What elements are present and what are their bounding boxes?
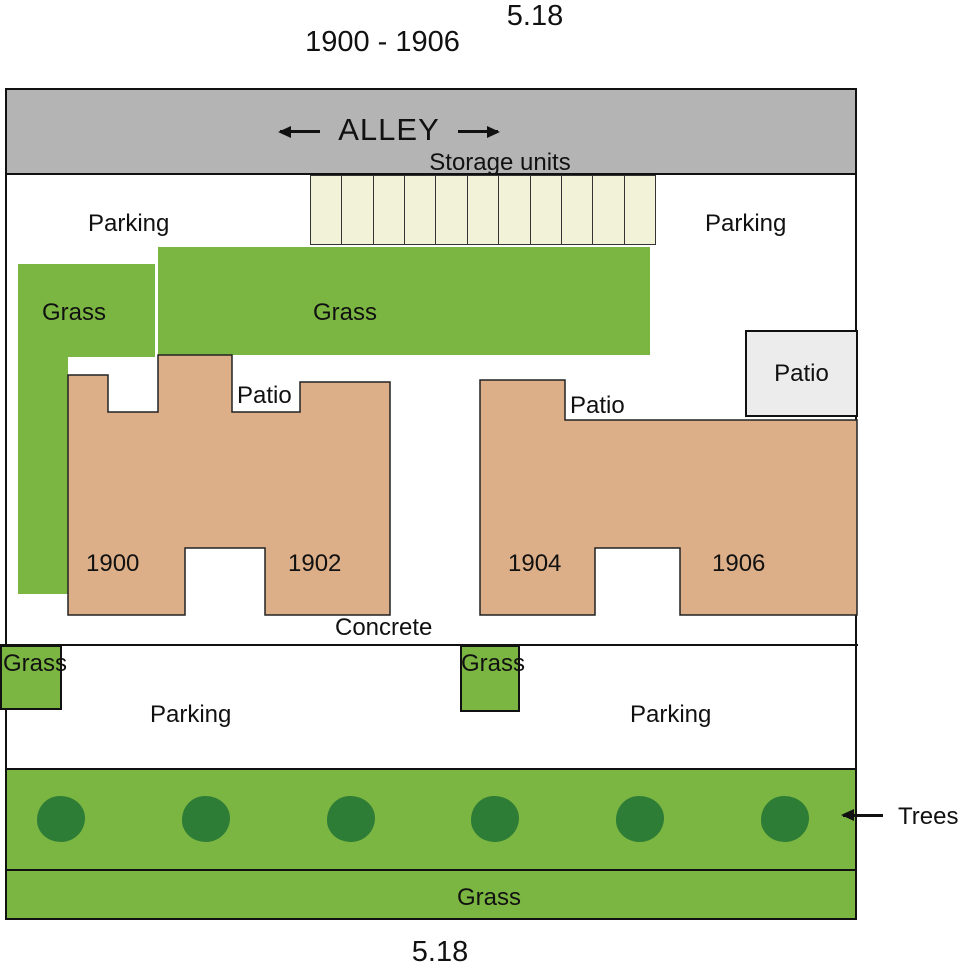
concrete-label: Concrete [335,614,433,641]
tree-icon [326,796,375,842]
storage-cell [436,176,468,244]
storage-cell [374,176,406,244]
building-label-1900: 1900 [86,550,140,577]
grass-small-left-label: Grass [3,650,68,677]
storage-cell [625,176,655,244]
storage-cell [562,176,594,244]
patio-right-area: Patio [745,330,858,417]
plan-right-boundary-line [855,88,857,768]
building-label-1906: 1906 [712,550,766,577]
grass-bottom-label: Grass [456,884,521,911]
tree-icon [471,796,520,842]
concrete-boundary-line [0,644,858,646]
grass-left-label: Grass [42,299,107,326]
storage-units-label: Storage units [429,149,571,176]
storage-cell [531,176,562,244]
page-title: 1900 - 1906 [305,26,460,58]
storage-cell [342,176,374,244]
alley-bar: ALLEY [5,88,857,175]
patio-mid-label: Patio [570,392,625,419]
parking-label-upper-right: Parking [705,210,787,237]
grass-small-mid-area [460,645,520,712]
storage-units-row [310,175,656,245]
arrow-left-icon [280,130,321,133]
tree-icon [181,796,230,842]
storage-cell [593,176,625,244]
dimension-bottom: 5.18 [411,936,469,968]
tree-grass-divider-line [7,869,855,871]
building-label-1904: 1904 [508,550,562,577]
tree-icon [616,796,665,842]
grass-left-narrow-area [18,264,68,594]
dimension-top: 5.18 [506,0,564,32]
plan-left-boundary-line [5,88,7,768]
bottom-green-strip: Grass [5,768,857,920]
storage-cell [499,176,531,244]
tree-icon [37,796,85,842]
arrow-right-icon [457,130,498,133]
storage-cell [468,176,500,244]
parking-label-lower-right: Parking [630,701,712,728]
grass-small-mid-label: Grass [461,650,526,677]
patio-right-label: Patio [774,359,829,387]
trees-row [7,796,855,842]
grass-small-left-area [0,645,62,710]
grass-top-label: Grass [313,299,378,326]
storage-cell [311,176,343,244]
storage-cell [405,176,437,244]
trees-label: Trees [898,803,959,830]
parking-label-upper-left: Parking [88,210,170,237]
parking-label-lower-left: Parking [150,701,232,728]
building-label-1902: 1902 [288,550,342,577]
tree-icon [760,796,809,842]
grass-top-area [158,247,650,355]
alley-label: ALLEY [338,111,440,147]
patio-left-label: Patio [237,382,292,409]
trees-arrow-left-icon [843,814,883,817]
